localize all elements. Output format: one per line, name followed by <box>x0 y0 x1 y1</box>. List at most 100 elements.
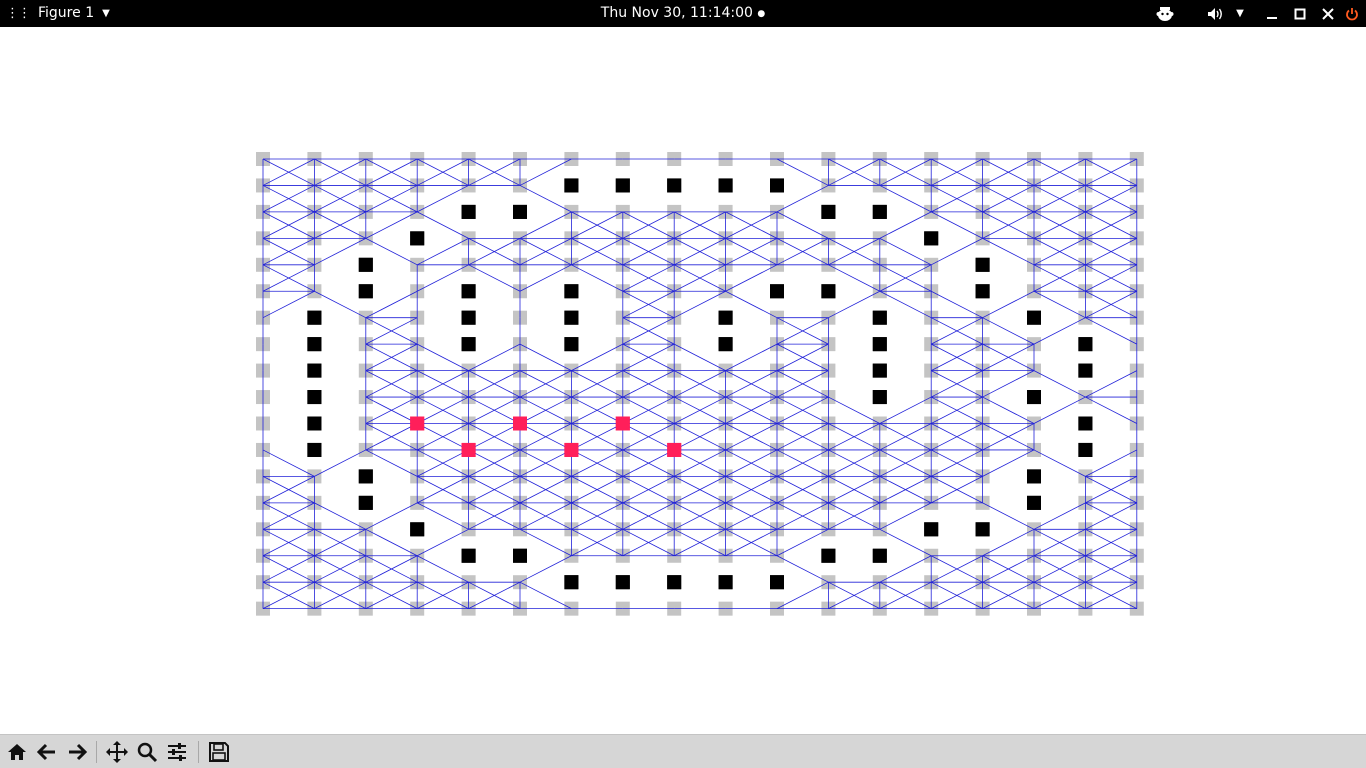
save-icon[interactable] <box>206 738 232 766</box>
graph-edge <box>314 555 366 583</box>
graph-edge <box>468 581 521 610</box>
graph-edge <box>519 264 572 292</box>
graph-edge <box>519 449 572 477</box>
wall-cell <box>1078 337 1093 352</box>
minimize-icon[interactable] <box>1262 0 1282 27</box>
graph-edge <box>982 290 1035 319</box>
graph-edge <box>725 528 778 557</box>
graph-edge <box>982 370 1035 398</box>
graph-edge <box>519 185 572 213</box>
goal-cell <box>461 442 476 457</box>
graph-edge <box>622 264 675 292</box>
graph-edge <box>879 211 932 239</box>
graph-edge <box>417 449 469 477</box>
clock[interactable]: Thu Nov 30, 11:14:00 <box>600 5 753 21</box>
wall-cell <box>667 575 682 590</box>
graph-edge <box>982 581 1035 610</box>
close-icon[interactable] <box>1318 0 1338 27</box>
wall-cell <box>718 337 733 352</box>
power-icon[interactable] <box>1342 0 1362 27</box>
wall-cell <box>564 337 579 352</box>
graph-edge <box>571 396 623 424</box>
wall-cell <box>667 178 682 193</box>
wall-cell <box>307 363 322 378</box>
pan-icon[interactable] <box>104 738 130 766</box>
graph-edge <box>1085 158 1137 186</box>
graph-edge <box>674 264 726 292</box>
graph-edge <box>776 555 829 583</box>
wall-cell <box>872 548 887 563</box>
graph-edge <box>879 396 932 424</box>
wall-cell <box>770 284 784 299</box>
graph-edge <box>1033 555 1086 583</box>
goal-cell <box>615 416 630 431</box>
top-bar: ⋮⋮ Figure 1 ▼ Thu Nov 30, 11:14:00 ● ▼ <box>0 0 1366 27</box>
volume-icon[interactable] <box>1205 0 1227 27</box>
wall-cell <box>924 231 939 246</box>
graph-edge <box>776 317 829 345</box>
graph-edge <box>622 237 675 266</box>
graph-edge <box>982 317 1035 345</box>
graph-edge <box>1033 449 1086 477</box>
toolbar-separator <box>198 741 199 763</box>
graph-edge <box>725 237 778 266</box>
wall-cell <box>307 337 322 352</box>
wall-cell <box>513 548 527 563</box>
wall-cell <box>872 204 887 219</box>
wall-cell <box>358 495 373 510</box>
graph-edge <box>674 449 726 477</box>
graph-edge <box>1033 264 1086 292</box>
graph-edge <box>519 237 572 266</box>
graph-edge <box>674 237 726 266</box>
graph-edge <box>674 396 726 424</box>
graph-edge <box>931 317 983 345</box>
graph-edge <box>622 317 675 345</box>
wall-cell <box>1078 363 1093 378</box>
wall-cell <box>307 390 322 405</box>
graph-edge <box>776 185 829 213</box>
graph-edge <box>571 264 623 292</box>
graph-edge <box>931 370 983 398</box>
zoom-icon[interactable] <box>134 738 160 766</box>
home-icon[interactable] <box>4 738 30 766</box>
graph-edge <box>468 264 521 292</box>
graph-edge <box>262 449 315 477</box>
graph-edge <box>262 502 315 530</box>
app-menu[interactable]: ⋮⋮ Figure 1 ▼ <box>6 0 110 27</box>
graph-edge <box>725 423 778 451</box>
configure-subplots-icon[interactable] <box>164 738 190 766</box>
wall-cell <box>564 310 579 325</box>
graph-edge <box>262 211 315 239</box>
graph-edge <box>776 396 829 424</box>
forward-icon[interactable] <box>64 738 90 766</box>
graph-edge <box>519 211 572 239</box>
wall-cell <box>564 178 579 193</box>
graph-edge <box>622 423 675 451</box>
wall-cell <box>513 204 527 219</box>
graph-edge <box>519 396 572 424</box>
graph-edge <box>1085 290 1137 319</box>
wall-cell <box>872 363 887 378</box>
graph-edge <box>879 476 932 504</box>
graph-edge <box>776 211 829 239</box>
back-icon[interactable] <box>34 738 60 766</box>
graph-edge <box>931 476 983 504</box>
maximize-icon[interactable] <box>1290 0 1310 27</box>
graph-edge <box>879 158 932 186</box>
figure-canvas[interactable] <box>0 27 1366 733</box>
monkey-icon[interactable] <box>1154 0 1176 27</box>
graph-edge <box>417 370 469 398</box>
chevron-down-icon[interactable]: ▼ <box>1236 8 1244 19</box>
app-name: Figure 1 <box>38 5 95 21</box>
wall-cell <box>718 178 733 193</box>
graph-edge <box>828 290 880 319</box>
wall-cell <box>975 522 990 537</box>
graph-edge <box>519 476 572 504</box>
graph-edge <box>314 449 366 477</box>
graph-edge <box>828 237 880 266</box>
graph-edge <box>622 343 675 371</box>
graph-edge <box>1085 528 1137 557</box>
graph-edge <box>314 185 366 213</box>
graph-edge <box>571 211 623 239</box>
graph-edge <box>519 370 572 398</box>
